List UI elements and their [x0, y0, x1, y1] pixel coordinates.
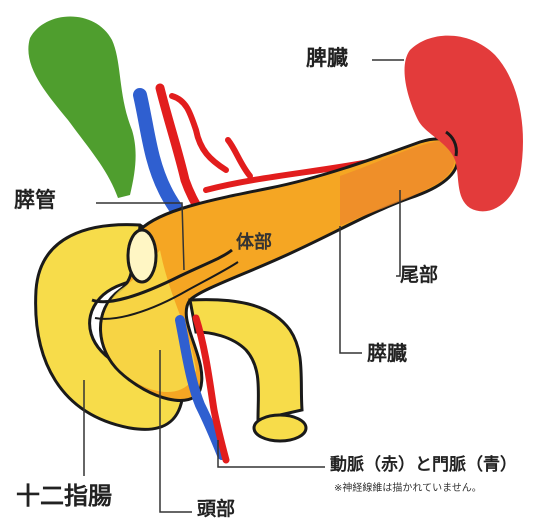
label-pancreatic-duct: 膵管	[14, 190, 56, 211]
duodenum-upper-cut	[128, 230, 156, 282]
leader-pancreas	[340, 226, 362, 353]
label-duodenum: 十二指腸	[16, 484, 112, 508]
label-spleen: 脾臓	[306, 48, 348, 69]
duodenum-cut-end	[254, 415, 306, 441]
label-vessels: 動脈（赤）と門脈（青）	[330, 457, 517, 474]
label-body: 体部	[236, 234, 272, 252]
artery-branch-right	[228, 140, 250, 176]
gallbladder	[28, 17, 135, 199]
label-pancreas: 膵臓	[367, 343, 407, 363]
leader-vessels	[218, 440, 325, 467]
note-text: ※神経線維は描かれていません。	[334, 484, 482, 494]
label-tail: 尾部	[400, 266, 438, 285]
label-head: 頭部	[197, 500, 235, 519]
